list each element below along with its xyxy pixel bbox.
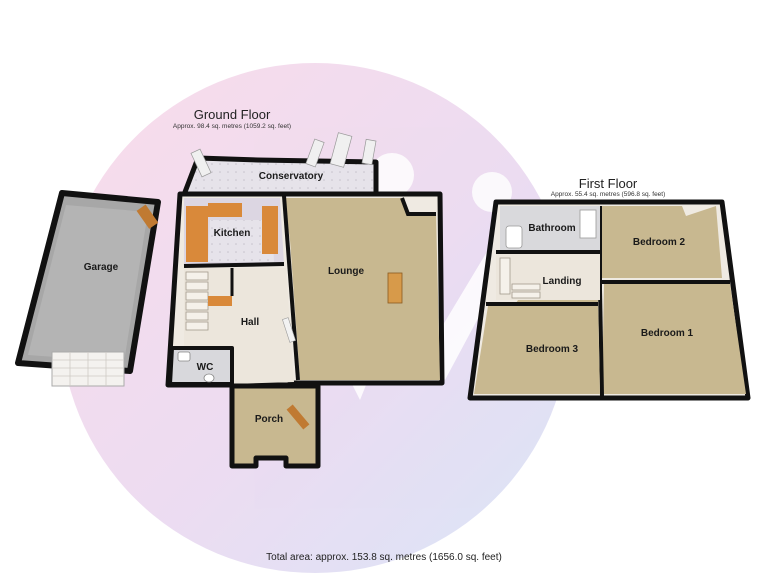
lounge: [282, 195, 440, 381]
garage: [15, 190, 161, 387]
room-label-landing: Landing: [543, 276, 582, 287]
porch: [229, 383, 321, 469]
ground-floor: Ground Floor Approx. 98.4 sq. metres (10…: [15, 107, 445, 469]
room-label-conservatory: Conservatory: [259, 171, 324, 182]
room-label-wc: WC: [197, 362, 214, 373]
staircase-icon: [185, 271, 209, 331]
hall: [184, 268, 296, 384]
basin-icon: [177, 351, 191, 362]
kitchen-worktop: [208, 203, 242, 217]
bath-icon: [505, 225, 523, 249]
bedroom-3: [474, 300, 600, 394]
room-label-bedroom-3: Bedroom 3: [526, 344, 579, 355]
fireplace-icon: [387, 272, 403, 304]
first-floor-title: First Floor: [579, 176, 638, 191]
kitchen-worktop: [262, 206, 278, 254]
bedroom-1: [598, 280, 746, 397]
room-label-bedroom-1: Bedroom 1: [641, 328, 694, 339]
room-label-bathroom: Bathroom: [528, 223, 575, 234]
stair-rail: [208, 296, 232, 306]
bedroom-2: [598, 206, 722, 290]
porch-door: [286, 404, 310, 430]
room-label-garage: Garage: [84, 262, 119, 273]
ground-floor-area: Approx. 98.4 sq. metres (1059.2 sq. feet…: [173, 123, 291, 130]
staircase-icon: [499, 257, 541, 299]
ground-floor-title: Ground Floor: [194, 107, 271, 122]
total-area: Total area: approx. 153.8 sq. metres (16…: [266, 552, 502, 563]
first-floor: First Floor Approx. 55.4 sq. metres (596…: [467, 176, 751, 401]
kitchen: [183, 198, 285, 268]
hall-door: [282, 317, 296, 343]
conservatory: [182, 132, 379, 197]
room-label-bedroom-2: Bedroom 2: [633, 237, 686, 248]
room-label-porch: Porch: [255, 414, 283, 425]
room-label-hall: Hall: [241, 317, 260, 328]
shower-icon: [579, 209, 597, 239]
ground-floor-main: [165, 191, 445, 388]
garage-side-door: [136, 204, 159, 229]
bathroom: [496, 206, 600, 254]
room-label-kitchen: Kitchen: [214, 228, 251, 239]
room-label-lounge: Lounge: [328, 266, 365, 277]
toilet-icon: [203, 373, 215, 383]
first-floor-area: Approx. 55.4 sq. metres (596.8 sq. feet): [551, 191, 666, 198]
kitchen-worktop: [186, 206, 208, 262]
landing: [496, 254, 600, 300]
